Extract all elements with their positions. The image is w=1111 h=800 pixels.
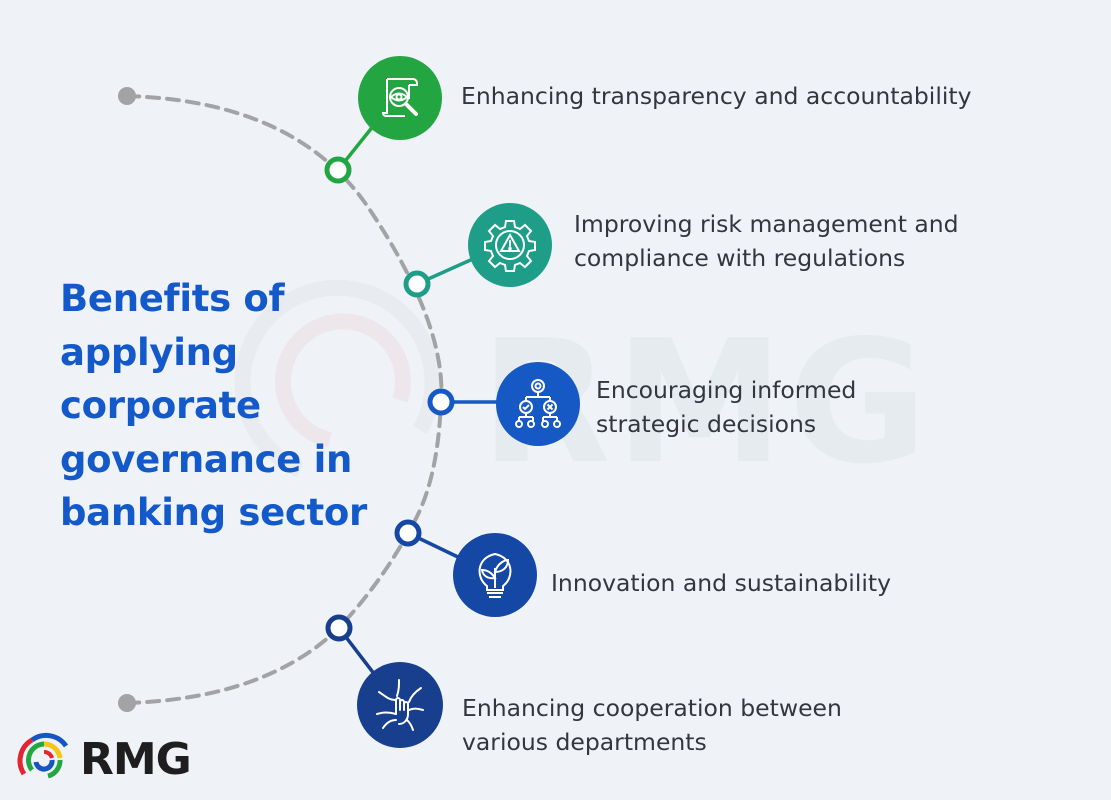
benefit-text: Enhancing cooperation between	[462, 694, 842, 722]
benefit-item-1: Enhancing transparency and accountabilit…	[461, 79, 972, 113]
dashed-arc-path	[125, 94, 444, 705]
node-5	[325, 614, 353, 642]
benefit-text: Enhancing transparency and accountabilit…	[461, 82, 972, 110]
benefit-item-5: Enhancing cooperation between various de…	[462, 691, 842, 759]
rmg-logo-mark-icon	[17, 732, 69, 779]
title-line: Benefits of	[60, 277, 285, 320]
node-3	[427, 388, 455, 416]
rmg-logo: RMG	[14, 730, 192, 790]
benefit-item-2: Improving risk management and compliance…	[574, 207, 959, 275]
document-eye-magnifier-icon	[358, 56, 442, 140]
benefit-text: Encouraging informed	[596, 376, 857, 404]
title-line: governance in	[60, 437, 353, 481]
benefit-text: various departments	[462, 728, 707, 756]
benefit-text: Innovation and sustainability	[551, 569, 892, 597]
page-title: Benefits of applying corporate governanc…	[60, 272, 367, 540]
benefit-text: compliance with regulations	[574, 244, 906, 272]
benefit-text: strategic decisions	[596, 410, 817, 438]
title-line: corporate	[60, 384, 261, 427]
arc-end-dot	[118, 694, 136, 712]
arc-start-dot	[118, 87, 136, 105]
decision-tree-icon	[496, 362, 580, 446]
rmg-logo-text: RMG	[80, 734, 192, 785]
node-1	[324, 156, 352, 184]
gear-warning-icon	[468, 203, 552, 287]
benefit-item-4: Innovation and sustainability	[551, 566, 891, 600]
title-line: banking sector	[60, 491, 367, 534]
node-2	[403, 270, 431, 298]
title-line: applying	[60, 330, 238, 374]
team-hands-icon	[357, 662, 443, 748]
node-4	[394, 519, 422, 547]
benefit-item-3: Encouraging informed strategic decisions	[596, 373, 856, 441]
benefit-text: Improving risk management and	[574, 210, 959, 238]
lightbulb-leaf-icon	[453, 533, 537, 617]
